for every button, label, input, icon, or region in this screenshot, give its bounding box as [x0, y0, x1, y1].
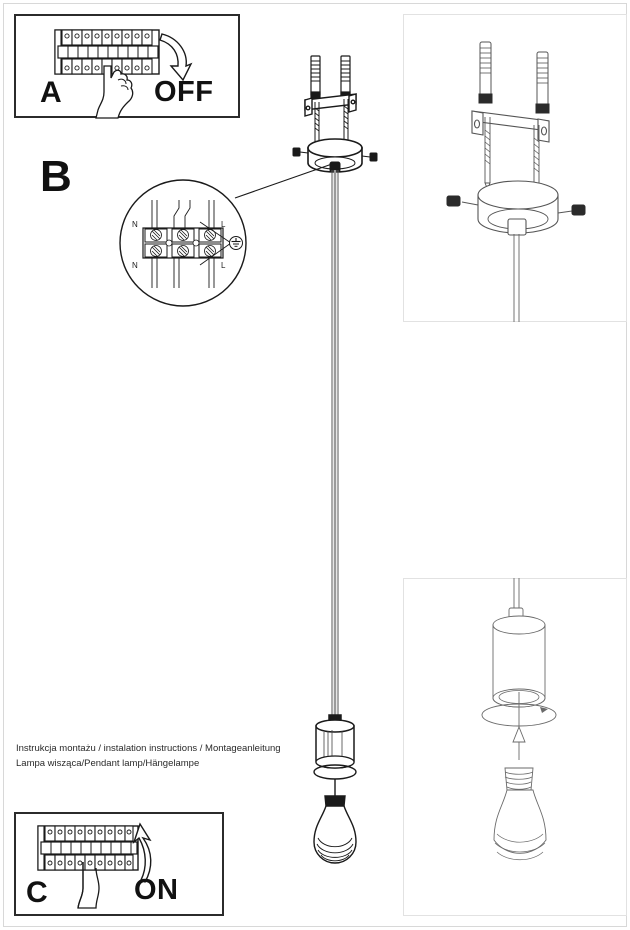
label-l-top: L	[221, 220, 226, 229]
instruction-caption: Instrukcja montażu / instalation instruc…	[16, 741, 316, 771]
panel-b-label: B	[40, 152, 72, 201]
bracket-screw-left	[314, 102, 320, 142]
terminal-block	[142, 200, 243, 288]
canopy-side-screw-right	[361, 152, 378, 162]
rotation-ring	[313, 764, 357, 780]
bracket-screw-right	[343, 99, 349, 140]
caption-line-2: Lampa wisząca/Pendant lamp/Hängelampe	[16, 758, 200, 769]
label-n-bottom: N	[132, 261, 138, 270]
label-n-top: N	[132, 220, 138, 229]
wiring-detail-circle	[119, 179, 247, 307]
wiring-labels: N L N L	[132, 220, 226, 270]
pendant-cord	[331, 170, 339, 718]
canopy	[307, 138, 363, 173]
caption-line-1: Instrukcja montażu / instalation instruc…	[16, 743, 281, 754]
ground-symbol-icon	[229, 236, 243, 250]
panel-a-state-label: OFF	[154, 76, 214, 108]
panel-a-label: A	[40, 76, 62, 109]
panel-c-label: C	[26, 876, 48, 909]
mounting-bracket	[304, 93, 357, 117]
bulb-install-detail-panel	[403, 578, 627, 916]
label-l-bottom: L	[221, 261, 226, 270]
panel-c-state-label: ON	[134, 874, 179, 906]
light-bulb	[313, 795, 357, 864]
ceiling-anchor-left	[310, 55, 321, 101]
ceiling-anchor-right	[340, 55, 351, 101]
ceiling-mount-detail-panel	[403, 14, 627, 322]
lamp-socket-holder	[315, 714, 355, 769]
leader-line	[234, 163, 333, 199]
cord-exit-block	[329, 161, 341, 173]
canopy-side-screw-left	[292, 147, 309, 157]
